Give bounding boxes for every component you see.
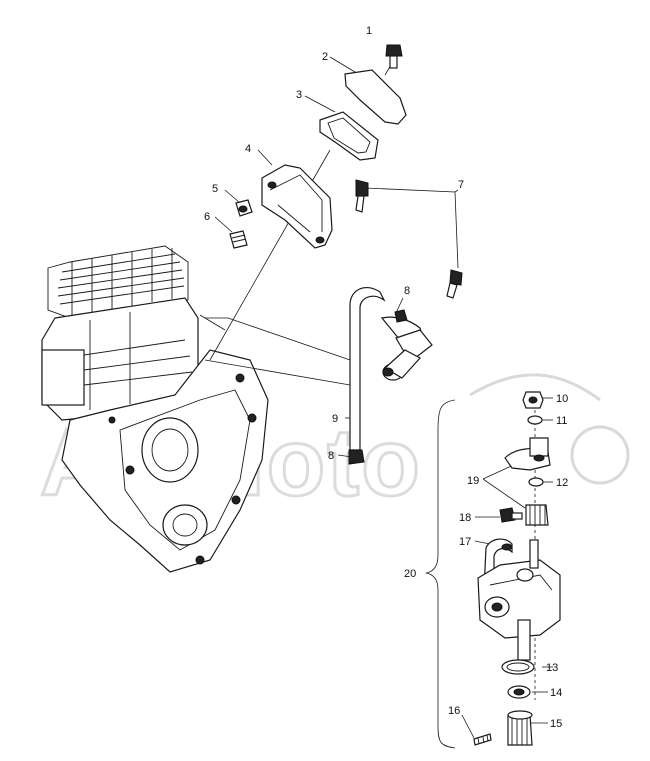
part-washer-lower [507, 685, 531, 699]
callout-label: 1 [366, 25, 372, 37]
part-washer-upper [527, 415, 543, 425]
callout-label: 3 [296, 89, 302, 101]
part-plug-lower [229, 230, 248, 249]
engine-block [41, 245, 269, 573]
callout-label: 14 [550, 687, 562, 699]
callout-label: 10 [556, 393, 568, 405]
part-o-ring [501, 659, 535, 675]
callout-label: 18 [459, 512, 471, 524]
callout-label: 15 [550, 718, 562, 730]
crankshaft-hole [162, 504, 208, 546]
callout-label: 16 [448, 705, 460, 717]
part-cover [344, 69, 407, 125]
part-pin [473, 733, 492, 746]
callout-label: 19 [467, 475, 479, 487]
callout-label: 20 [404, 568, 416, 580]
part-oil-line [349, 287, 386, 451]
callout-label: 17 [459, 536, 471, 548]
callout-label: 12 [556, 477, 568, 489]
part-gasket [319, 111, 379, 161]
callout-label: 6 [204, 211, 210, 223]
part-plug-upper [235, 199, 253, 217]
watermark-bike-outline [469, 373, 601, 402]
part-drive-gear [525, 504, 549, 526]
part-pump-housing [261, 164, 333, 249]
callout-label: 2 [322, 51, 328, 63]
watermark-wheel [570, 425, 630, 485]
part-banjo-bolt-lower [446, 269, 463, 299]
callout-label: 7 [458, 179, 464, 191]
callout-label: 11 [556, 415, 567, 427]
part-nut [522, 391, 544, 409]
cylinder-fins [47, 245, 189, 319]
callout-label: 13 [546, 662, 558, 674]
callout-labels: 1 2 3 4 5 6 7 8 9 8 10 11 19 12 18 17 20… [204, 25, 568, 730]
crankcase-boss [141, 417, 199, 483]
part-bleed-bolt [499, 507, 523, 523]
callout-label: 5 [212, 183, 218, 195]
part-screw [385, 44, 403, 69]
part-washer-middle [528, 477, 544, 487]
part-banjo-bolt-upper [355, 179, 369, 213]
assembly-lines [199, 56, 553, 749]
part-clamp-lower [348, 449, 365, 465]
callout-label: 8 [404, 285, 410, 297]
part-control-lever [504, 437, 551, 471]
part-oil-pump-body [477, 539, 561, 661]
callout-label: 9 [332, 413, 338, 425]
callout-label: 4 [245, 143, 251, 155]
part-driven-gear [507, 710, 533, 746]
exhaust-port [41, 349, 85, 406]
part-banjo-fitting [380, 309, 433, 381]
callout-label: 8 [328, 450, 334, 462]
